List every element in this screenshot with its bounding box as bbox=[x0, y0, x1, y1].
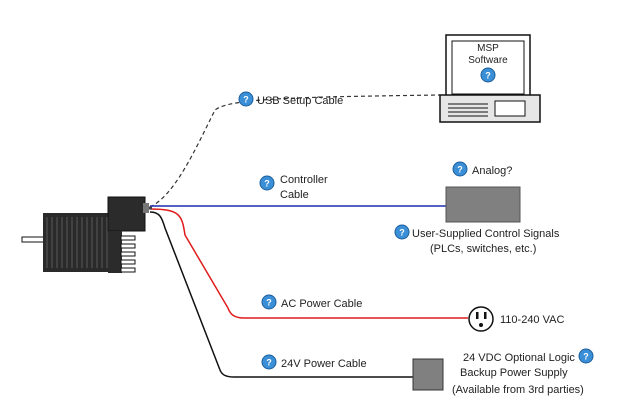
pc-computer: MSP Software ? bbox=[439, 34, 541, 123]
ac-voltage-label: 110-240 VAC bbox=[500, 314, 564, 326]
logic-supply-help-icon[interactable]: ? bbox=[578, 348, 594, 364]
logic-supply-box bbox=[412, 358, 444, 391]
controller-help-icon[interactable]: ? bbox=[259, 175, 275, 191]
motor-shaft bbox=[21, 236, 47, 243]
servo-motor bbox=[21, 196, 149, 273]
svg-text:?: ? bbox=[264, 179, 270, 189]
ac-help-icon[interactable]: ? bbox=[261, 294, 277, 310]
controller-cable-label-line2: Cable bbox=[280, 189, 309, 201]
svg-text:?: ? bbox=[266, 298, 272, 308]
drive-connector bbox=[143, 203, 149, 213]
svg-text:?: ? bbox=[243, 95, 249, 105]
connector-pins bbox=[120, 235, 136, 273]
svg-text:?: ? bbox=[485, 71, 491, 81]
control-signals-box bbox=[445, 186, 521, 223]
dc-cable-label: 24V Power Cable bbox=[281, 358, 367, 370]
ac-power-cable bbox=[149, 208, 468, 319]
motor-body bbox=[43, 213, 113, 272]
control-signals-line1: User-Supplied Control Signals bbox=[412, 228, 560, 240]
pc-title-line2: Software bbox=[468, 55, 508, 66]
logic-supply-line1: 24 VDC Optional Logic bbox=[463, 352, 575, 364]
analog-label: Analog? bbox=[472, 165, 512, 177]
drive-lower bbox=[108, 231, 122, 273]
controller-cable-label-line1: Controller bbox=[280, 174, 328, 186]
logic-supply-line2: Backup Power Supply bbox=[460, 367, 568, 379]
logic-supply-line3: (Available from 3rd parties) bbox=[452, 384, 584, 396]
motor-fins bbox=[46, 217, 108, 268]
usb-setup-cable bbox=[149, 94, 441, 208]
dc-power-cable bbox=[149, 211, 413, 378]
svg-text:?: ? bbox=[266, 358, 272, 368]
control-signals-line2: (PLCs, switches, etc.) bbox=[430, 243, 536, 255]
svg-text:?: ? bbox=[399, 228, 405, 238]
pc-title-line1: MSP bbox=[477, 43, 499, 54]
svg-text:?: ? bbox=[457, 165, 463, 175]
ac-cable-label: AC Power Cable bbox=[281, 298, 362, 310]
usb-help-icon[interactable]: ? bbox=[238, 91, 254, 107]
ac-outlet-plug bbox=[468, 306, 494, 332]
case-vents bbox=[448, 103, 488, 117]
dc-help-icon[interactable]: ? bbox=[261, 354, 277, 370]
msp-help-icon[interactable]: ? bbox=[480, 67, 496, 83]
control-signals-help-icon[interactable]: ? bbox=[394, 224, 410, 240]
svg-text:?: ? bbox=[583, 352, 589, 362]
drive-housing bbox=[107, 196, 146, 232]
drive-bay bbox=[494, 100, 526, 117]
analog-help-icon[interactable]: ? bbox=[452, 161, 468, 177]
usb-cable-label: USB Setup Cable bbox=[257, 95, 343, 107]
